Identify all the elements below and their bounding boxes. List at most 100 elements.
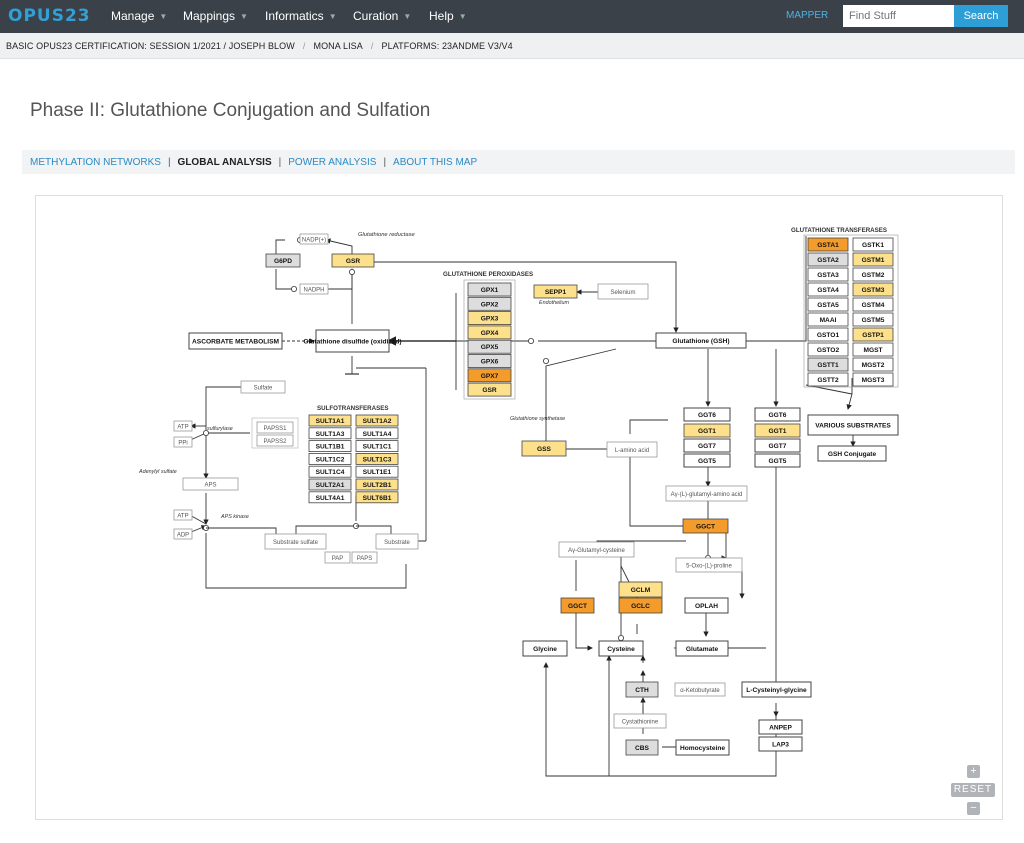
tab-global-analysis[interactable]: GLOBAL ANALYSIS <box>177 157 272 168</box>
gst-box[interactable]: GSTA1 <box>807 237 849 252</box>
node-nadpplus[interactable]: NADP(+) <box>299 233 329 245</box>
gst-box[interactable]: GSTM4 <box>852 297 894 312</box>
node-aps[interactable]: APS <box>182 477 239 491</box>
gst-box[interactable]: GSTO2 <box>807 342 849 357</box>
search-button[interactable]: Search <box>954 5 1008 27</box>
node-ggct1[interactable]: GGCT <box>682 518 729 534</box>
node-gsh[interactable]: Glutathione (GSH) <box>655 332 747 349</box>
node-keto[interactable]: α-Ketobutyrate <box>674 682 726 697</box>
sult-box[interactable]: SULT1E1 <box>355 465 399 478</box>
node-subsulfate[interactable]: Substrate sulfate <box>264 533 327 550</box>
node-gsr[interactable]: GSR <box>331 253 375 268</box>
node-ggt6a[interactable]: GGT6 <box>683 407 731 422</box>
gpx-box[interactable]: GSR <box>467 382 512 397</box>
sult-box[interactable]: SULT2B1 <box>355 478 399 491</box>
node-substrate[interactable]: Substrate <box>375 533 419 550</box>
nav-mappings[interactable]: Mappings▼ <box>183 9 248 23</box>
node-oxoprol[interactable]: 5-Oxo-(L)-proline <box>675 557 743 573</box>
node-pap[interactable]: PAP <box>324 551 351 564</box>
gst-box[interactable]: MGST3 <box>852 372 894 387</box>
gst-box[interactable]: GSTM2 <box>852 267 894 282</box>
nav-help[interactable]: Help▼ <box>429 9 467 23</box>
app-logo[interactable]: OPUS23 <box>8 6 91 26</box>
sult-box[interactable]: SULT1A1 <box>308 414 352 427</box>
gst-box[interactable]: GSTK1 <box>852 237 894 252</box>
mapper-link[interactable]: MAPPER <box>786 10 829 21</box>
node-cbs[interactable]: CBS <box>625 739 659 756</box>
sult-box[interactable]: SULT1C1 <box>355 440 399 453</box>
node-ggt5a[interactable]: GGT5 <box>683 453 731 468</box>
node-gclm[interactable]: GCLM <box>618 581 663 598</box>
tab-power-analysis[interactable]: POWER ANALYSIS <box>288 157 377 168</box>
node-ppi[interactable]: PPi <box>173 436 193 448</box>
gpx-box[interactable]: GPX2 <box>467 296 512 311</box>
node-ggt1a[interactable]: GGT1 <box>683 423 731 438</box>
gst-box[interactable]: MGST <box>852 342 894 357</box>
node-ggt1b[interactable]: GGT1 <box>754 423 801 438</box>
gpx-box[interactable]: GPX4 <box>467 325 512 340</box>
node-glutamate[interactable]: Glutamate <box>675 640 729 657</box>
node-selenium[interactable]: Selenium <box>597 283 649 300</box>
node-nadph[interactable]: NADPH <box>299 283 329 295</box>
nav-curation[interactable]: Curation▼ <box>353 9 411 23</box>
sult-box[interactable]: SULT1B1 <box>308 440 352 453</box>
nav-informatics[interactable]: Informatics▼ <box>265 9 337 23</box>
node-adp[interactable]: ADP <box>173 528 193 540</box>
gst-box[interactable]: MGST2 <box>852 357 894 372</box>
node-glucys[interactable]: Aγ-Glutamyl-cysteine <box>558 541 635 558</box>
sult-box[interactable]: SULT1A4 <box>355 427 399 440</box>
gst-box[interactable]: GSTA4 <box>807 282 849 297</box>
node-g6pd[interactable]: G6PD <box>265 253 301 268</box>
gpx-box[interactable]: GPX5 <box>467 339 512 354</box>
node-sepp1[interactable]: SEPP1 <box>533 284 578 299</box>
gpx-box[interactable]: GPX3 <box>467 311 512 325</box>
zoom-in-button[interactable]: + <box>967 765 980 778</box>
node-papss1[interactable]: PAPSS1 <box>256 421 294 434</box>
breadcrumb-subject[interactable]: MONA LISA <box>313 41 363 51</box>
node-lap3[interactable]: LAP3 <box>758 736 803 752</box>
node-homocys[interactable]: Homocysteine <box>675 739 730 756</box>
node-ggt5b[interactable]: GGT5 <box>754 453 801 468</box>
node-glycine[interactable]: Glycine <box>522 640 568 657</box>
node-anpep[interactable]: ANPEP <box>758 719 803 735</box>
node-ggt7a[interactable]: GGT7 <box>683 438 731 453</box>
gst-box[interactable]: GSTA3 <box>807 267 849 282</box>
sult-box[interactable]: SULT1A2 <box>355 414 399 427</box>
node-lamino[interactable]: L-amino acid <box>606 441 658 458</box>
node-sulfate[interactable]: Sulfate <box>240 380 286 394</box>
breadcrumb-session[interactable]: BASIC OPUS23 CERTIFICATION: SESSION 1/20… <box>6 41 295 51</box>
node-papss2[interactable]: PAPSS2 <box>256 434 294 447</box>
sult-box[interactable]: SULT1A3 <box>308 427 352 440</box>
sult-box[interactable]: SULT6B1 <box>355 491 399 504</box>
zoom-out-button[interactable]: − <box>967 802 980 815</box>
node-cystathionine[interactable]: Cystathionine <box>613 713 667 729</box>
gst-box[interactable]: MAAI <box>807 312 849 327</box>
breadcrumb-platform[interactable]: PLATFORMS: 23ANDME V3/V4 <box>381 41 513 51</box>
nav-manage[interactable]: Manage▼ <box>111 9 167 23</box>
gpx-box[interactable]: GPX1 <box>467 282 512 297</box>
node-varsub[interactable]: VARIOUS SUBSTRATES <box>807 414 899 436</box>
sult-box[interactable]: SULT1C3 <box>355 452 399 465</box>
node-gshconj[interactable]: GSH Conjugate <box>817 445 887 462</box>
node-oplah[interactable]: OPLAH <box>684 597 729 614</box>
gst-box[interactable]: GSTP1 <box>852 327 894 342</box>
node-glutamino[interactable]: Aγ-(L)-glutamyl-amino acid <box>665 485 748 502</box>
node-atp1[interactable]: ATP <box>173 420 193 432</box>
node-gclc[interactable]: GCLC <box>618 597 663 614</box>
node-ggct2[interactable]: GGCT <box>560 597 595 614</box>
sult-box[interactable]: SULT4A1 <box>308 491 352 504</box>
gst-box[interactable]: GSTA2 <box>807 252 849 267</box>
node-ggt7b[interactable]: GGT7 <box>754 438 801 453</box>
sult-box[interactable]: SULT1C4 <box>308 465 352 478</box>
node-atp2[interactable]: ATP <box>173 509 193 521</box>
node-lcysgly[interactable]: L-Cysteinyl-glycine <box>741 681 812 698</box>
tab-methylation-networks[interactable]: METHYLATION NETWORKS <box>30 157 161 168</box>
sult-box[interactable]: SULT2A1 <box>308 478 352 491</box>
node-ascorbate[interactable]: ASCORBATE METABOLISM <box>188 332 283 350</box>
gst-box[interactable]: GSTM1 <box>852 252 894 267</box>
node-cysteine[interactable]: Cysteine <box>598 640 644 657</box>
gst-box[interactable]: GSTM3 <box>852 282 894 297</box>
tab-about-this-map[interactable]: ABOUT THIS MAP <box>393 157 478 168</box>
